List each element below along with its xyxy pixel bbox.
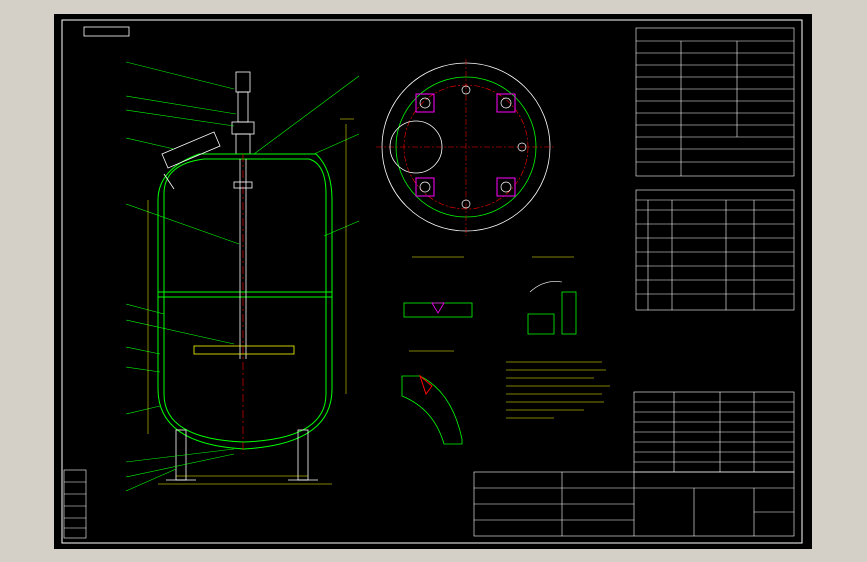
agitator (193, 159, 295, 359)
weld-detail-2 (527, 256, 577, 335)
outer-border (61, 19, 803, 544)
technical-notes (506, 361, 610, 419)
top-view (376, 59, 556, 236)
revision-block (63, 469, 87, 539)
drawing-canvas (54, 14, 812, 549)
title-block (473, 471, 795, 537)
support-legs (166, 429, 318, 481)
dimension-lines (147, 118, 354, 485)
weld-detail-1 (403, 256, 473, 318)
parts-list (633, 391, 795, 473)
front-view (125, 61, 360, 492)
manhole (161, 131, 221, 190)
leader-lines (125, 61, 360, 492)
design-data-table (635, 27, 795, 177)
nozzle-squares (415, 93, 516, 197)
vessel-shell (157, 153, 333, 450)
weld-detail-3 (401, 350, 463, 445)
corner-label-box (83, 26, 130, 37)
cad-drawing (61, 19, 803, 544)
nozzle-table (635, 189, 795, 311)
drive-motor (231, 71, 255, 155)
